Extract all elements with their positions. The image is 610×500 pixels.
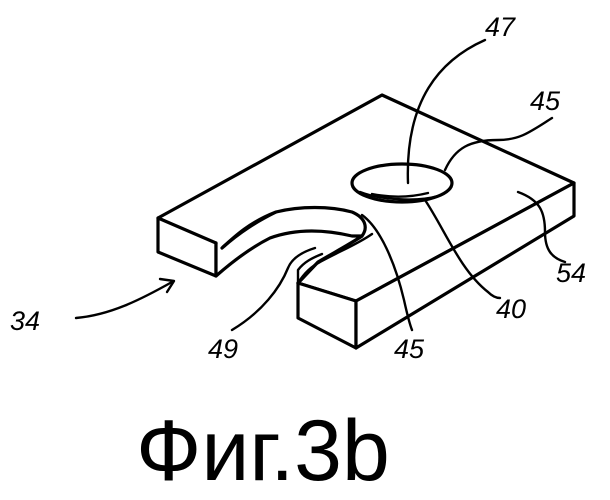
label-part: 34 [10,306,40,336]
label-hole: 47 [485,12,516,42]
leader-34 [76,282,172,318]
figure-caption: Фиг.3b [136,403,390,499]
label-top-face: 54 [556,258,586,288]
label-inner-wall: 40 [496,294,526,324]
label-edge-upper: 45 [530,86,561,116]
label-edge-lower: 45 [394,334,425,364]
label-slot: 49 [208,334,238,364]
